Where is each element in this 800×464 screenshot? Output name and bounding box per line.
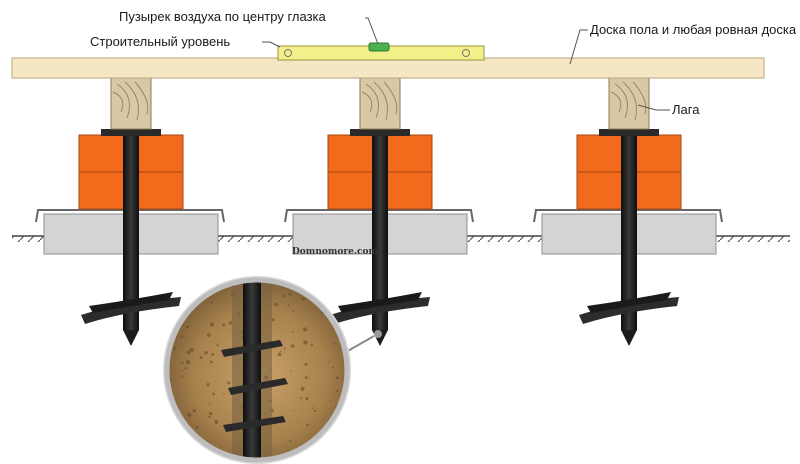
screw-pile-assembly — [35, 77, 225, 346]
helix-blade — [81, 297, 181, 324]
bubble-label: Пузырек воздуха по центру глазка — [119, 9, 326, 24]
joist-label: Лага — [672, 102, 700, 117]
board-label: Доска пола и любая ровная доска — [590, 22, 797, 37]
helix-blade — [330, 297, 430, 324]
watermark: Domnomore.com — [292, 247, 379, 257]
timber-joist — [359, 77, 401, 130]
timber-joist — [608, 77, 650, 130]
helix-blade — [579, 297, 679, 324]
soil-magnifier — [163, 276, 382, 464]
timber-joist — [110, 77, 152, 130]
head-plate — [599, 129, 659, 136]
screw-pile-assembly — [533, 77, 723, 346]
level-bubble-vial — [368, 42, 390, 52]
pile-shaft — [123, 136, 139, 330]
head-plate — [101, 129, 161, 136]
level-label: Строительный уровень — [90, 34, 231, 49]
pile-shaft — [621, 136, 637, 330]
screw-pile-assembly — [284, 77, 474, 346]
pile-tip — [123, 330, 139, 346]
leader-lines — [262, 17, 670, 111]
floor-board — [11, 57, 765, 79]
pile-shaft — [372, 136, 388, 330]
pile-tip — [621, 330, 637, 346]
head-plate — [350, 129, 410, 136]
spirit-level — [277, 42, 485, 61]
